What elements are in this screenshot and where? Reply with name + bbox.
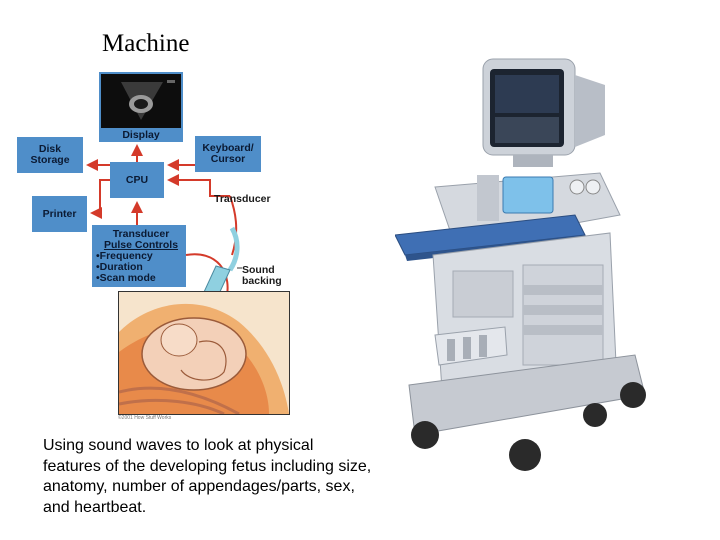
sound-backing-line2: backing: [242, 275, 282, 287]
printer-box: Printer: [32, 196, 87, 232]
slide-title: Machine: [102, 30, 190, 57]
pulse-item-frequency: •Frequency: [96, 249, 153, 262]
copyright-text: ©2001 How Stuff Works: [118, 415, 172, 421]
transducer-label: Transducer: [214, 193, 271, 205]
pulse-controls-title2: Pulse Controls: [103, 238, 179, 251]
printer-label: Printer: [42, 207, 77, 220]
pulse-controls-box: Transducer Pulse Controls •Frequency •Du…: [92, 225, 186, 287]
keyboard-cursor-line2: Cursor: [210, 153, 246, 165]
cpu-box: CPU: [110, 162, 164, 198]
display-label: Display: [122, 128, 160, 141]
display-screen-image: [99, 72, 183, 132]
ultrasound-machine-image: [395, 58, 646, 471]
display-label-box: Display: [99, 128, 183, 142]
pulse-item-duration: •Duration: [96, 260, 143, 273]
womb-cross-section-image: [119, 303, 289, 414]
slide-caption: Using sound waves to look at physical fe…: [43, 437, 372, 516]
keyboard-cursor-box: Keyboard/ Cursor: [195, 136, 261, 172]
disk-storage-line2: Storage: [30, 154, 70, 166]
pulse-item-scan-mode: •Scan mode: [96, 271, 156, 284]
fetus-illustration: [118, 291, 290, 415]
keyboard-cursor-line1: Keyboard/: [202, 142, 254, 154]
cpu-label: CPU: [125, 173, 149, 186]
sonogram-image: [121, 80, 175, 120]
sound-backing-line1: Sound: [242, 264, 275, 276]
disk-storage-box: Disk Storage: [17, 137, 83, 173]
pulse-controls-title1: Transducer: [112, 227, 170, 240]
disk-storage-line1: Disk: [38, 143, 62, 155]
sound-backing-label: Sound backing: [242, 265, 282, 287]
